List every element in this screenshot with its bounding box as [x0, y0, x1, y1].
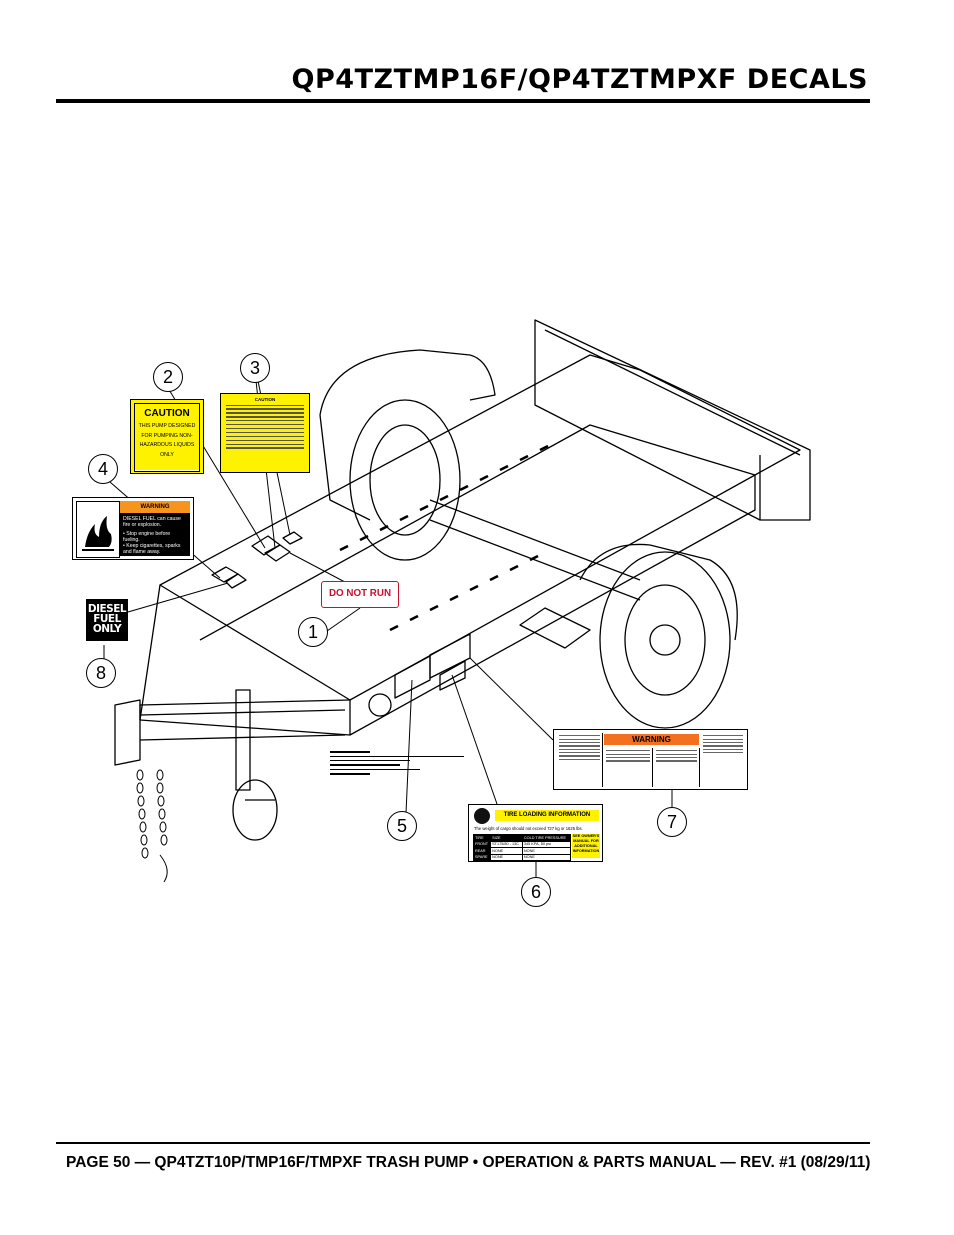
- callout-1: 1: [298, 617, 328, 647]
- callout-7: 7: [657, 807, 687, 837]
- diesel-fuel-line: DIESEL: [87, 603, 127, 615]
- table-cell: REAR: [472, 847, 492, 855]
- jack-wheel: [232, 779, 278, 841]
- table-row: REAR NONE NONE: [472, 847, 572, 855]
- rear-wheel: [349, 399, 461, 561]
- info-text-decal: [330, 748, 464, 793]
- caution-instructions-decal: CAUTION: [220, 393, 310, 473]
- callout-2: 2: [153, 362, 183, 392]
- table-cell: NONE: [521, 853, 572, 861]
- caution-instructions-header: CAUTION: [254, 397, 276, 402]
- table-row: SPARE NONE NONE: [472, 853, 572, 861]
- table-cell: NONE: [490, 853, 523, 861]
- table-cell: NONE: [521, 847, 572, 855]
- front-wheel: [599, 551, 731, 729]
- page-footer: PAGE 50 — QP4TZT10P/TMP16F/TMPXF TRASH P…: [66, 1154, 871, 1171]
- tire-icon: [474, 808, 490, 824]
- caution-decal-line: FOR PUMPING NON-: [141, 432, 193, 439]
- table-header: COLD TIRE PRESSURE: [521, 834, 572, 842]
- tire-loading-header: TIRE LOADING INFORMATION: [495, 810, 599, 821]
- fire-icon: [76, 501, 120, 558]
- towing-warning-decal: WARNING: [553, 729, 748, 790]
- diesel-warning-decal: WARNING DIESEL FUEL can cause fire or ex…: [72, 497, 194, 560]
- back-crossmember: [534, 319, 811, 521]
- caution-decal: CAUTION THIS PUMP DESIGNED FOR PUMPING N…: [130, 399, 204, 474]
- diesel-warning-line: • Keep cigarettes, sparks and flame away…: [123, 543, 181, 555]
- diesel-fuel-line: ONLY: [92, 623, 122, 635]
- caution-decal-line: THIS PUMP DESIGNED: [138, 423, 196, 429]
- tire-loading-side-note: SEE OWNER'S MANUAL FOR ADDITIONAL INFORM…: [572, 834, 600, 858]
- caution-decal-line: HAZARDOUS LIQUIDS: [139, 442, 195, 448]
- tire-loading-table: TIRE SIZE COLD TIRE PRESSURE FRONT ST175…: [472, 834, 572, 861]
- page-title: QP4TZTMP16F/QP4TZTMPXF DECALS: [291, 64, 868, 95]
- diesel-warning-line: DIESEL FUEL can cause fire or explosion.: [123, 516, 181, 528]
- rear-fender: [319, 349, 496, 416]
- table-cell: SPARE: [472, 853, 492, 861]
- callout-4: 4: [88, 454, 118, 484]
- diesel-warning-line: • Stop engine before fueling.: [123, 531, 171, 543]
- callout-3: 3: [240, 353, 270, 383]
- leader-5: [405, 679, 413, 814]
- callout-6: 6: [521, 877, 551, 907]
- diesel-fuel-line: FUEL: [93, 613, 121, 625]
- table-cell: 345 KPA, 50 psi: [521, 840, 572, 848]
- tire-loading-decal: TIRE LOADING INFORMATION The weight of c…: [468, 804, 603, 862]
- leader-8: [127, 582, 229, 613]
- table-row: FRONT ST175/80 - 13C 345 KPA, 50 psi: [472, 840, 572, 848]
- caution-decal-line: ONLY: [160, 451, 174, 458]
- table-header: TIRE: [472, 834, 492, 842]
- do-not-run-dry-decal: DO NOT RUN DRY: [321, 581, 399, 608]
- towing-warning-header: WARNING: [604, 734, 699, 745]
- diesel-warning-header: WARNING: [120, 501, 190, 513]
- axle: [429, 499, 641, 581]
- title-rule: [56, 99, 870, 103]
- footer-rule: [56, 1142, 870, 1144]
- front-fender: [579, 543, 738, 641]
- callout-5: 5: [387, 811, 417, 841]
- leader-1: [326, 607, 361, 632]
- diesel-fuel-only-decal: DIESEL FUEL ONLY: [86, 599, 128, 641]
- jack-post: [235, 689, 251, 791]
- caution-decal-header: CAUTION: [135, 404, 199, 421]
- tire-loading-subheader: The weight of cargo should not exceed 72…: [474, 826, 583, 831]
- table-cell: FRONT: [472, 840, 492, 848]
- callout-8: 8: [86, 658, 116, 688]
- hitch-plate: [114, 699, 141, 766]
